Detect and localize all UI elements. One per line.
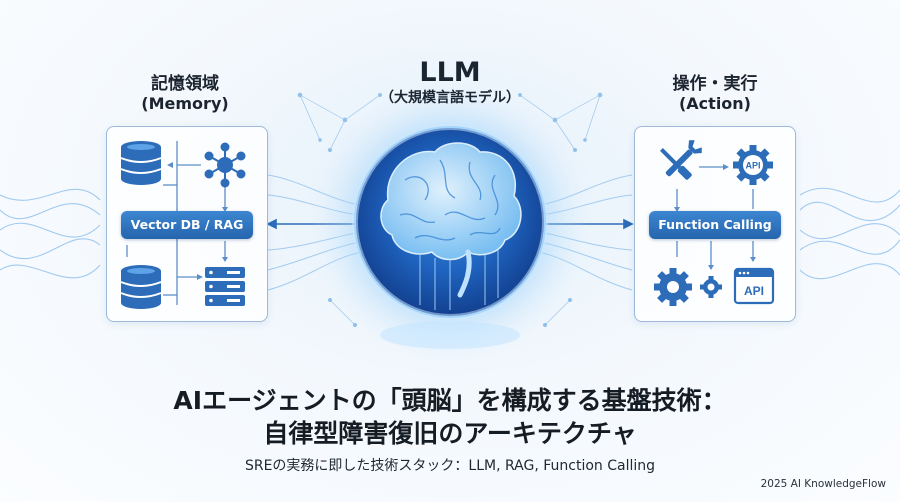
database-icon	[120, 141, 162, 185]
server-rack-icon	[205, 267, 245, 306]
memory-panel-graphics	[120, 141, 246, 309]
llm-title-sub: （大規模言語モデル）	[380, 90, 520, 106]
database-icon	[120, 265, 162, 309]
vector-db-rag-label: Vector DB / RAG	[121, 211, 253, 239]
api-window-icon: API	[733, 267, 775, 305]
memory-title: 記憶領域 (Memory)	[95, 74, 275, 114]
api-window-label: API	[744, 284, 764, 298]
function-calling-label: Function Calling	[649, 211, 781, 239]
action-title-line2: (Action)	[678, 94, 751, 113]
settings-gears-icon	[654, 268, 722, 306]
right-flow-lines	[799, 187, 900, 280]
headline: AIエージェントの「頭脳」を構成する基盤技術： 自律型障害復旧のアーキテクチャ	[0, 384, 900, 450]
memory-title-line1: 記憶領域	[151, 74, 219, 94]
action-title-line1: 操作・実行	[672, 74, 758, 94]
llm-title: LLM （大規模言語モデル）	[330, 58, 570, 108]
api-gear-label: API	[745, 161, 760, 171]
headline-line1: AIエージェントの「頭脳」を構成する基盤技術：	[173, 386, 727, 415]
brain-icon	[380, 142, 522, 310]
api-gear-icon: API	[733, 145, 773, 185]
tools-icon	[660, 140, 702, 180]
subtitle: SREの実務に即した技術スタック：LLM, RAG, Function Call…	[244, 458, 656, 474]
headline-line2: 自律型障害復旧のアーキテクチャ	[263, 419, 637, 448]
llm-title-main: LLM	[419, 57, 481, 88]
left-flow-lines	[0, 188, 101, 279]
action-title: 操作・実行 (Action)	[625, 74, 805, 114]
memory-title-line2: (Memory)	[141, 94, 229, 113]
network-node-icon	[204, 142, 246, 188]
memory-panel: Vector DB / RAG	[106, 126, 268, 322]
action-panel-graphics: API	[654, 140, 775, 306]
action-panel: API	[634, 126, 796, 322]
footer-credit: 2025 AI KnowledgeFlow	[760, 478, 886, 490]
